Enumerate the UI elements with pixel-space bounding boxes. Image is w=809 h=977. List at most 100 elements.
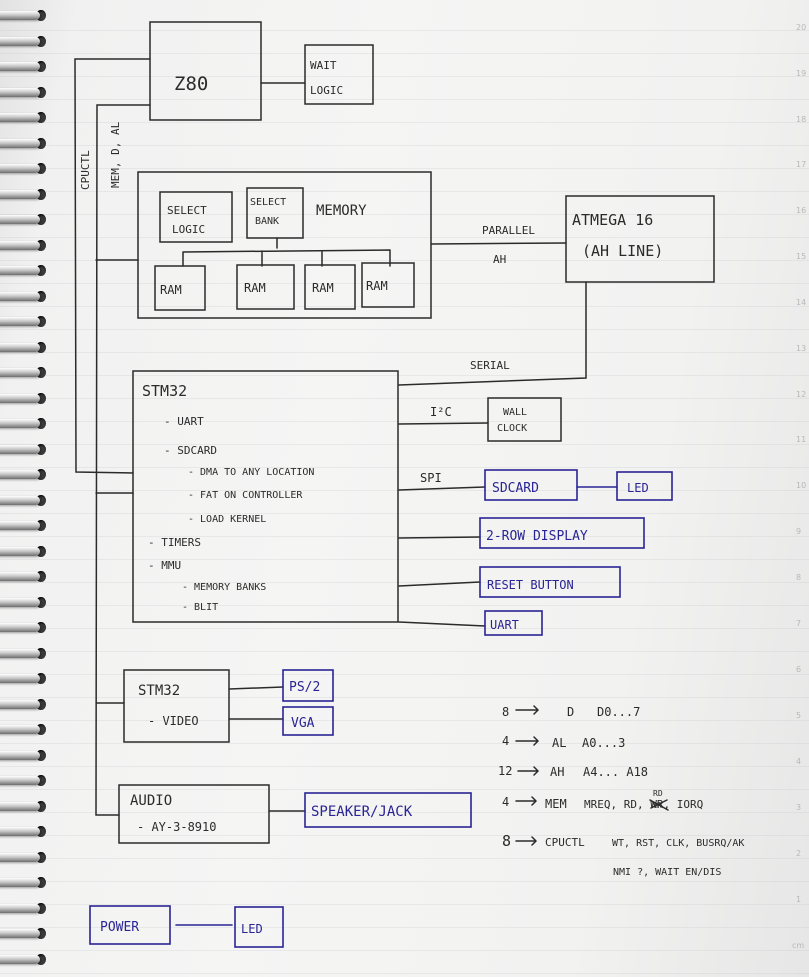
page-number: 8 [796,573,801,582]
spiral-coil [0,314,48,330]
uart-label: UART [490,618,519,632]
page-number: 18 [796,115,806,124]
coil-wire [0,164,40,173]
coil-wire [0,547,40,556]
stm32-feature: - FAT ON CONTROLLER [188,490,303,501]
punch-hole [36,342,46,353]
ram-label: RAM [244,281,266,295]
ruled-line [0,444,809,445]
coil-wire [0,445,40,454]
page-number: 10 [796,481,806,490]
wait-logic-label: WAIT [310,59,337,72]
wall-clock-label: CLOCK [497,423,527,434]
coil-wire [0,904,40,913]
spiral-coil [0,467,48,483]
punch-hole [36,418,46,429]
uart-box [484,610,543,636]
spiral-coil [0,34,48,50]
ps2-label: PS/2 [289,680,320,695]
punch-hole [36,393,46,404]
ruled-line [0,467,809,468]
coil-wire [0,419,40,428]
punch-hole [36,775,46,786]
coil-wire [0,496,40,505]
spiral-coil [0,238,48,254]
page-number: 12 [796,390,806,399]
stm32-feature: - SDCARD [164,444,217,457]
audio-box [118,784,270,844]
legend-lines: MREQ, RD, WR, IORQ [584,798,703,811]
spiral-coil [0,391,48,407]
ruled-line [0,329,809,330]
stm32-main-box [132,370,399,623]
ram-label: RAM [160,283,182,297]
page-number: cm [792,941,804,950]
mem-d-al-bus [95,104,151,816]
stm32-main-label: STM32 [142,382,187,400]
punch-hole [36,648,46,659]
legend-count: 12 [498,764,512,778]
spiral-coil [0,569,48,585]
spiral-coil [0,518,48,534]
spiral-coil [0,59,48,75]
page-number: 6 [796,665,801,674]
punch-hole [36,826,46,837]
coil-wire [0,317,40,326]
ram-box [236,264,295,310]
punch-hole [36,138,46,149]
legend-bus-name: AL [552,736,566,750]
punch-hole [36,367,46,378]
punch-hole [36,112,46,123]
spiral-coil [0,544,48,560]
ram-box [361,262,415,308]
spiral-coil [0,187,48,203]
spiral-coil [0,722,48,738]
page-number: 11 [796,435,806,444]
legend-continued: NMI ?, WAIT EN/DIS [613,867,721,878]
atmega-box [565,195,715,283]
punch-hole [36,699,46,710]
legend-lines: D0...7 [597,705,640,719]
ruled-line [0,536,809,537]
ah-label: AH [493,253,506,266]
coil-wire [0,802,40,811]
ruled-line [0,812,809,813]
ruled-line [0,76,809,77]
display-box [479,517,645,549]
page-number: 7 [796,619,801,628]
select-bank-label: SELECT [250,197,286,208]
bank-select-bus [182,237,391,267]
ruled-line [0,743,809,744]
power-box [89,905,171,945]
page-number: 5 [796,711,801,720]
punch-hole [36,291,46,302]
wall-clock-box [487,397,562,442]
wait-logic-label: LOGIC [310,84,343,97]
speaker-jack-box [304,792,472,828]
ruled-line [0,651,809,652]
spiral-coil [0,671,48,687]
ram-box [304,264,356,310]
ruled-line [0,237,809,238]
page-number: 2 [796,849,801,858]
cpuctl-bus [74,58,151,474]
coil-wire [0,266,40,275]
punch-hole [36,750,46,761]
spiral-coil [0,442,48,458]
coil-wire [0,955,40,964]
punch-hole [36,469,46,480]
punch-hole [36,954,46,965]
select-logic-box [159,191,233,243]
punch-hole [36,214,46,225]
coil-wire [0,292,40,301]
coil-wire [0,190,40,199]
spiral-coil [0,161,48,177]
ruled-line [0,881,809,882]
power-led-label: LED [241,922,263,936]
spiral-coil [0,595,48,611]
stm32-video-box [123,669,230,743]
punch-hole [36,316,46,327]
ps2-box [282,669,334,702]
punch-hole [36,520,46,531]
spiral-coil [0,8,48,24]
